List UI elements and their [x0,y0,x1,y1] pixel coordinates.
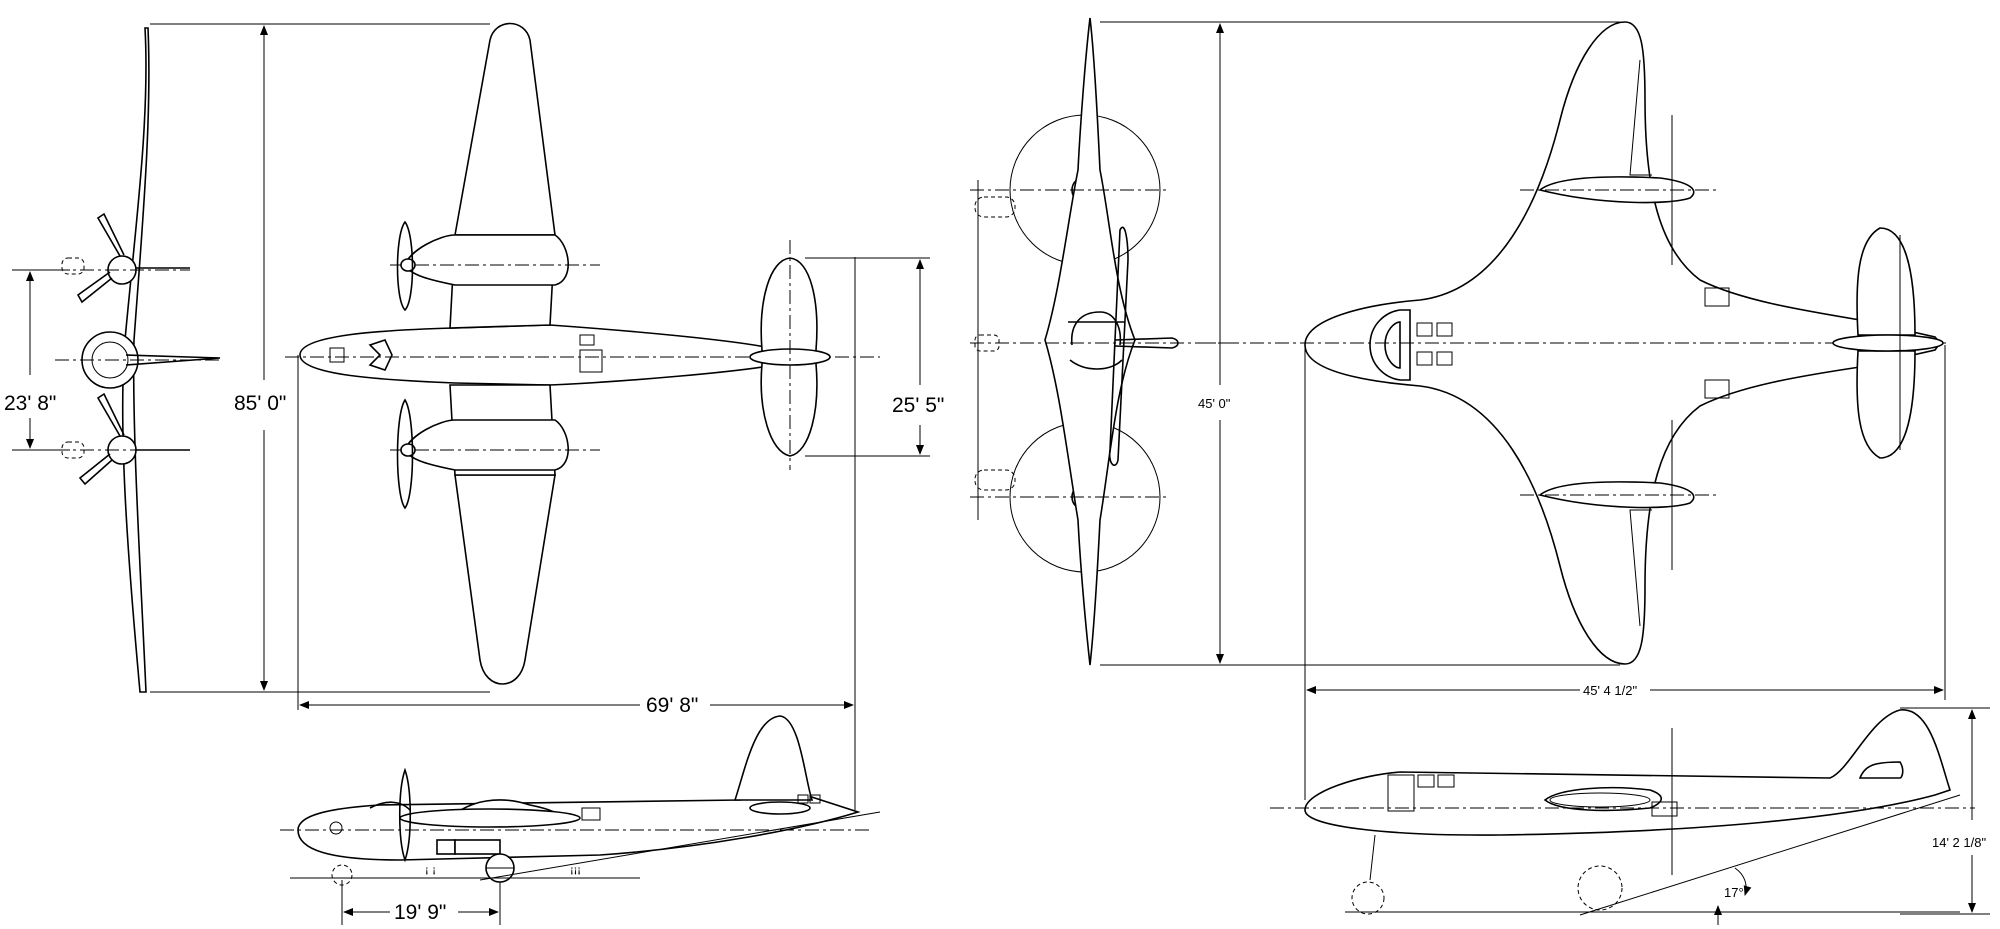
left-length-dimension: 69' 8" [297,257,856,810]
right-length-dimension: 45' 4 1/2" [1304,345,1946,800]
svg-text:ꜟ ꜟ: ꜟ ꜟ [425,865,436,880]
wingspan-dimension-label: 85' 0" [234,392,286,415]
right-height-dimension: 14' 2 1/8" [1900,707,1990,915]
right-aircraft-side-view: 17° [1270,709,1975,925]
left-aircraft-side-view: ꜟ ꜟ ꜟꜟꜟ [280,715,881,886]
length-dimension-label: 69' 8" [646,694,698,717]
left-wheel-track-dimension: 19' 9" [341,880,501,925]
left-tail-span-dimension: 25' 5" [805,257,944,457]
right-aircraft-front-view [970,17,1235,666]
left-aircraft-top-view [285,22,880,685]
right-wingspan-dimension: 45' 0" [1100,21,1620,666]
wheel-track-dimension-label: 19' 9" [394,901,446,924]
svg-text:ꜟꜟꜟ: ꜟꜟꜟ [570,865,581,880]
left-aircraft-front-view: 23' 8" [4,27,221,693]
right-length-dimension-label: 45' 4 1/2" [1583,683,1637,698]
right-height-dimension-label: 14' 2 1/8" [1932,835,1986,850]
angle-label: 17° [1724,885,1744,900]
prop-spacing-dimension: 23' 8" [4,392,56,415]
left-wingspan-dimension: 85' 0" [150,23,490,693]
right-wingspan-dimension-label: 45' 0" [1198,396,1231,411]
tail-span-dimension-label: 25' 5" [892,394,944,417]
right-aircraft-top-view [1200,21,1950,665]
